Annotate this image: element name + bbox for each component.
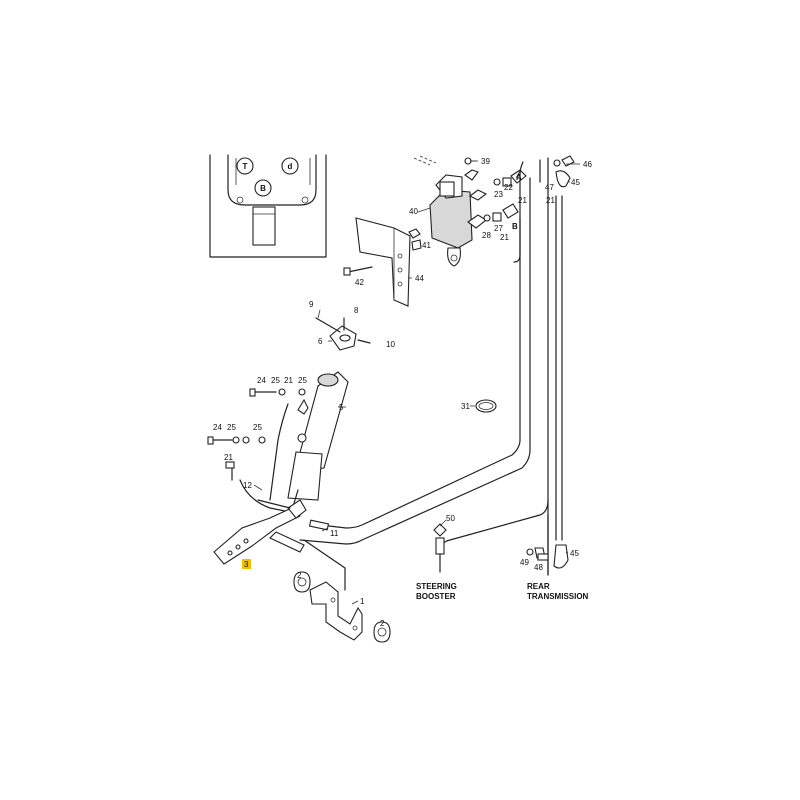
callout-a: A xyxy=(516,173,522,182)
callout-25b: 25 xyxy=(298,376,307,385)
callout-5: 5 xyxy=(339,403,344,412)
callout-25c: 25 xyxy=(227,423,236,432)
callout-2a: 2 xyxy=(297,571,302,580)
callout-12: 12 xyxy=(243,481,252,490)
rear-transmission-fittings xyxy=(526,155,575,569)
valve-fittings xyxy=(483,169,527,222)
inset-port-b xyxy=(254,179,272,197)
steering-booster-fitting xyxy=(433,523,447,555)
inset-port-d xyxy=(281,157,299,175)
callout-41: 41 xyxy=(422,241,431,250)
callout-1: 1 xyxy=(360,597,365,606)
mounting-bracket xyxy=(343,217,422,307)
callout-21a: 21 xyxy=(518,196,527,205)
callout-25d: 25 xyxy=(253,423,262,432)
callout-25a: 25 xyxy=(271,376,280,385)
pedal-lever xyxy=(213,499,346,591)
callout-50: 50 xyxy=(446,514,455,523)
pedal-bracket xyxy=(293,571,391,643)
caption-transmission: TRANSMISSION xyxy=(527,592,589,601)
callout-49: 49 xyxy=(520,558,529,567)
callout-46: 46 xyxy=(583,160,592,169)
callout-22: 22 xyxy=(504,183,513,192)
leader-lines xyxy=(247,160,580,605)
callout-9: 9 xyxy=(309,300,314,309)
callout-b: B xyxy=(512,222,518,231)
caption-rear: REAR xyxy=(527,582,550,591)
steering-cylinder xyxy=(287,317,371,511)
callout-6: 6 xyxy=(318,337,323,346)
callout-11: 11 xyxy=(330,529,339,538)
inset-port-t xyxy=(236,157,254,175)
callout-47: 47 xyxy=(545,183,554,192)
inset-port-d-label: d xyxy=(288,162,293,171)
caption-steering: STEERING xyxy=(416,582,457,591)
callout-labels: 39 40 41 42 44 22 A 23 21 27 28 B 21 21 … xyxy=(213,157,592,628)
callout-3: 3 xyxy=(244,560,249,569)
callout-40: 40 xyxy=(409,207,418,216)
callout-48: 48 xyxy=(534,563,543,572)
callout-21b: 21 xyxy=(500,233,509,242)
inset-port-b-label: B xyxy=(260,184,266,193)
callout-10: 10 xyxy=(386,340,395,349)
callout-27: 27 xyxy=(494,224,503,233)
callout-39: 39 xyxy=(481,157,490,166)
callout-8: 8 xyxy=(354,306,359,315)
caption-booster: BOOSTER xyxy=(416,592,456,601)
highlight-marker xyxy=(242,559,251,569)
callout-44: 44 xyxy=(415,274,424,283)
inset-detail: T d B xyxy=(209,154,327,258)
inset-port-t-label: T xyxy=(243,162,248,171)
callout-45b: 45 xyxy=(570,549,579,558)
callout-24a: 24 xyxy=(257,376,266,385)
callout-21c: 21 xyxy=(546,196,555,205)
callout-2b: 2 xyxy=(380,619,385,628)
callout-23: 23 xyxy=(494,190,503,199)
inset-fitting xyxy=(252,206,276,246)
control-valve xyxy=(413,155,488,267)
captions: STEERING BOOSTER REAR TRANSMISSION xyxy=(416,582,589,601)
callout-45a: 45 xyxy=(571,178,580,187)
callout-21e: 21 xyxy=(224,453,233,462)
hose-clamp xyxy=(475,399,497,413)
callout-24b: 24 xyxy=(213,423,222,432)
bolts-washers xyxy=(207,388,306,469)
callout-28: 28 xyxy=(482,231,491,240)
callout-42: 42 xyxy=(355,278,364,287)
callout-31: 31 xyxy=(461,402,470,411)
callout-21d: 21 xyxy=(284,376,293,385)
